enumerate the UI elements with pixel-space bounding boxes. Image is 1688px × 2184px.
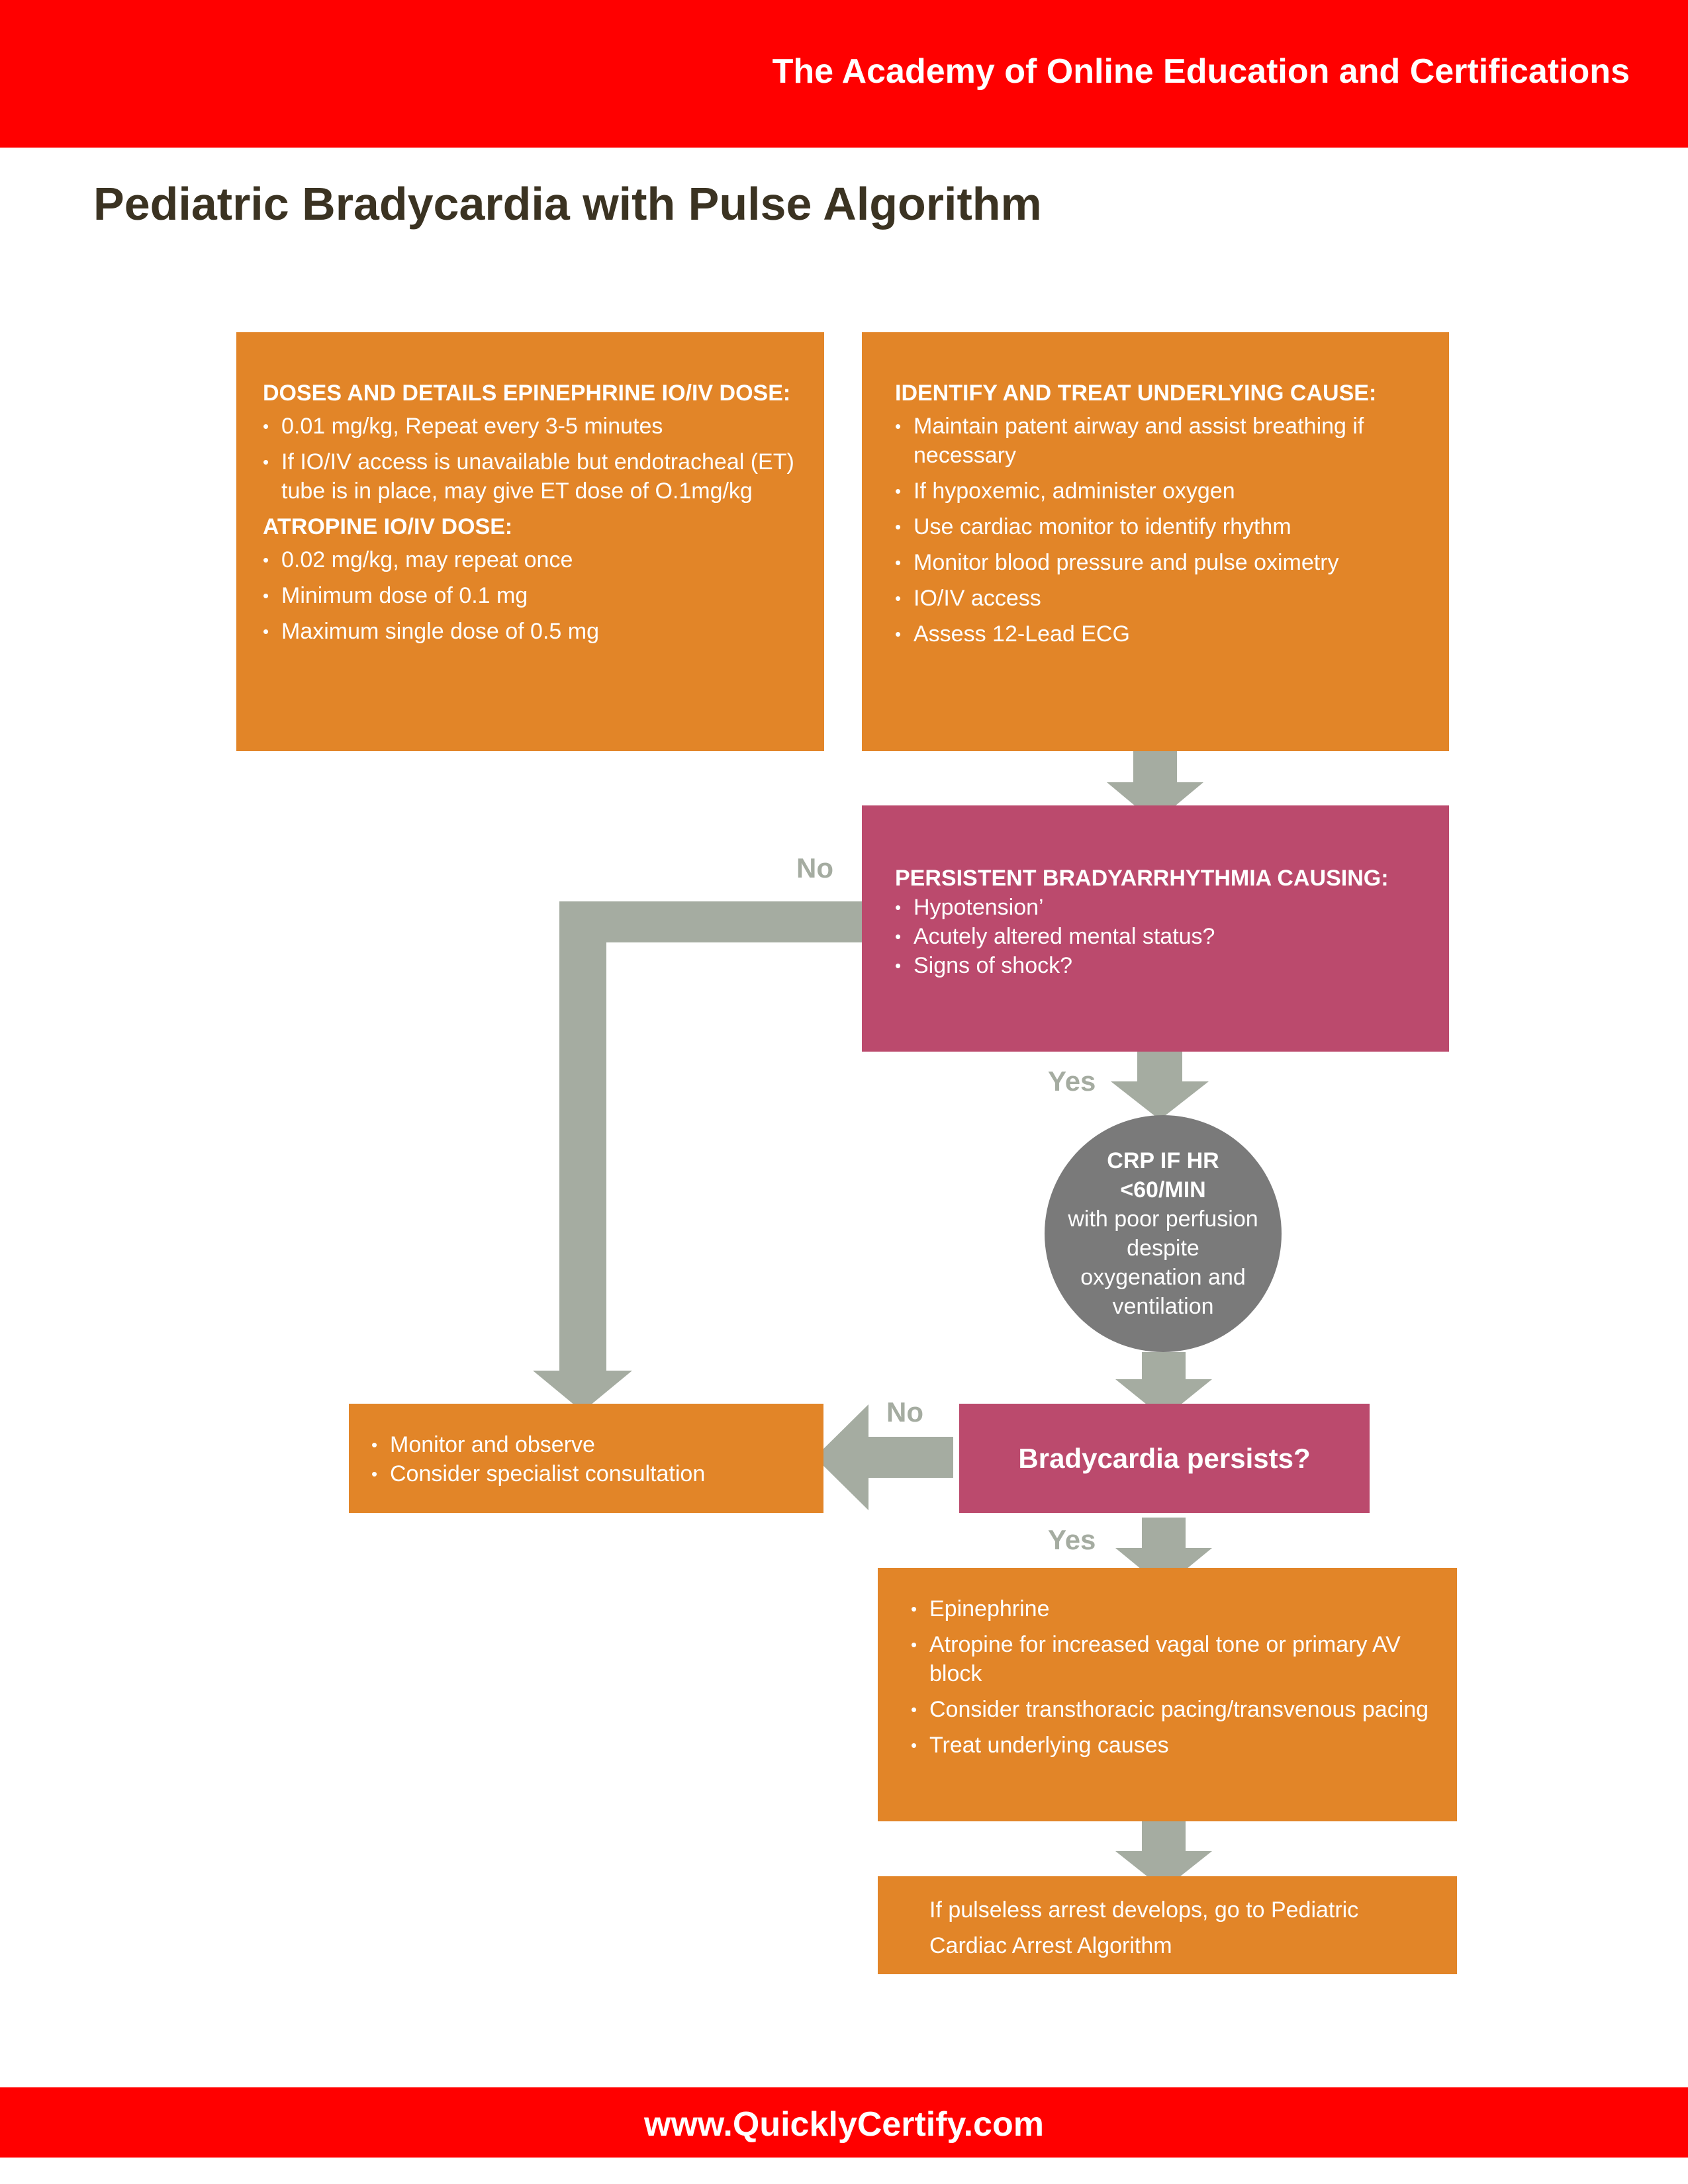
list-item: Monitor and observe xyxy=(371,1430,810,1459)
atropine-heading: ATROPINE IO/IV DOSE: xyxy=(263,514,513,539)
treatment-box: Epinephrine Atropine for increased vagal… xyxy=(878,1568,1457,1821)
list-item: IO/IV access xyxy=(895,584,1429,613)
crp-circle: CRP IF HR <60/MIN with poor perfusion de… xyxy=(1045,1115,1282,1352)
list-item: If IO/IV access is unavailable but endot… xyxy=(263,447,802,506)
list-item: If hypoxemic, administer oxygen xyxy=(895,477,1429,506)
pulseless-text: If pulseless arrest develops, go to Pedi… xyxy=(929,1897,1359,1958)
atropine-list: 0.02 mg/kg, may repeat once Minimum dose… xyxy=(263,545,802,646)
no-label: No xyxy=(886,1396,923,1428)
footer-url: www.QuicklyCertify.com xyxy=(644,2105,1044,2144)
header-band xyxy=(0,0,1688,148)
crp-line-2: <60/MIN xyxy=(1120,1177,1206,1203)
arrow-bradycardia-to-monitor xyxy=(815,1404,953,1510)
yes-label: Yes xyxy=(1048,1524,1096,1555)
list-item: Treat underlying causes xyxy=(911,1731,1437,1760)
arrow-treatment-to-pulseless xyxy=(1115,1821,1212,1889)
list-item: Minimum dose of 0.1 mg xyxy=(263,581,802,610)
list-item: Maximum single dose of 0.5 mg xyxy=(263,617,802,646)
monitor-observe-box: Monitor and observe Consider specialist … xyxy=(349,1404,823,1513)
arrow-identify-to-persistent xyxy=(1107,751,1203,823)
monitor-list: Monitor and observe Consider specialist … xyxy=(371,1430,810,1488)
persistent-list: Hypotension’ Acutely altered mental stat… xyxy=(895,893,1429,980)
list-item: Assess 12-Lead ECG xyxy=(895,619,1429,649)
pulseless-arrest-box: If pulseless arrest develops, go to Pedi… xyxy=(878,1876,1457,1974)
list-item: Consider transthoracic pacing/transvenou… xyxy=(911,1695,1437,1724)
list-item: Atropine for increased vagal tone or pri… xyxy=(911,1630,1437,1688)
list-item: Consider specialist consultation xyxy=(371,1459,810,1488)
list-item: 0.01 mg/kg, Repeat every 3-5 minutes xyxy=(263,412,802,441)
arrow-no-to-monitor xyxy=(533,901,862,1412)
persistent-bradyarrhythmia-box: PERSISTENT BRADYARRHYTHMIA CAUSING: Hypo… xyxy=(862,805,1449,1052)
list-item: Epinephrine xyxy=(911,1594,1437,1623)
list-item: Acutely altered mental status? xyxy=(895,922,1429,951)
page-title: Pediatric Bradycardia with Pulse Algorit… xyxy=(93,178,1042,230)
list-item: Monitor blood pressure and pulse oximetr… xyxy=(895,548,1429,577)
epinephrine-list: 0.01 mg/kg, Repeat every 3-5 minutes If … xyxy=(263,412,802,506)
header-org-name: The Academy of Online Education and Cert… xyxy=(772,52,1630,91)
list-item: Use cardiac monitor to identify rhythm xyxy=(895,512,1429,541)
doses-details-box: DOSES AND DETAILS EPINEPHRINE IO/IV DOSE… xyxy=(236,332,824,751)
bradycardia-persists-box: Bradycardia persists? xyxy=(959,1404,1370,1513)
crp-line-1: CRP IF HR xyxy=(1107,1148,1219,1173)
crp-detail: with poor perfusion despite oxygenation … xyxy=(1068,1206,1258,1319)
list-item: Signs of shock? xyxy=(895,951,1429,980)
identify-treat-box: IDENTIFY AND TREAT UNDERLYING CAUSE: Mai… xyxy=(862,332,1449,751)
list-item: Maintain patent airway and assist breath… xyxy=(895,412,1429,470)
list-item: 0.02 mg/kg, may repeat once xyxy=(263,545,802,574)
identify-heading: IDENTIFY AND TREAT UNDERLYING CAUSE: xyxy=(895,381,1377,406)
list-item: Hypotension’ xyxy=(895,893,1429,922)
bradycardia-persists-label: Bradycardia persists? xyxy=(1018,1442,1311,1474)
arrow-crp-to-bradycardia xyxy=(1115,1352,1212,1418)
identify-list: Maintain patent airway and assist breath… xyxy=(895,412,1429,649)
epinephrine-heading: DOSES AND DETAILS EPINEPHRINE IO/IV DOSE… xyxy=(263,381,791,406)
arrow-bradycardia-to-treatment xyxy=(1115,1518,1212,1588)
persistent-heading: PERSISTENT BRADYARRHYTHMIA CAUSING: xyxy=(895,866,1389,891)
no-label: No xyxy=(796,852,833,884)
treatment-list: Epinephrine Atropine for increased vagal… xyxy=(911,1594,1437,1760)
arrow-persistent-to-crp xyxy=(1111,1052,1209,1120)
footer-band xyxy=(0,2087,1688,2158)
yes-label: Yes xyxy=(1048,1066,1096,1097)
